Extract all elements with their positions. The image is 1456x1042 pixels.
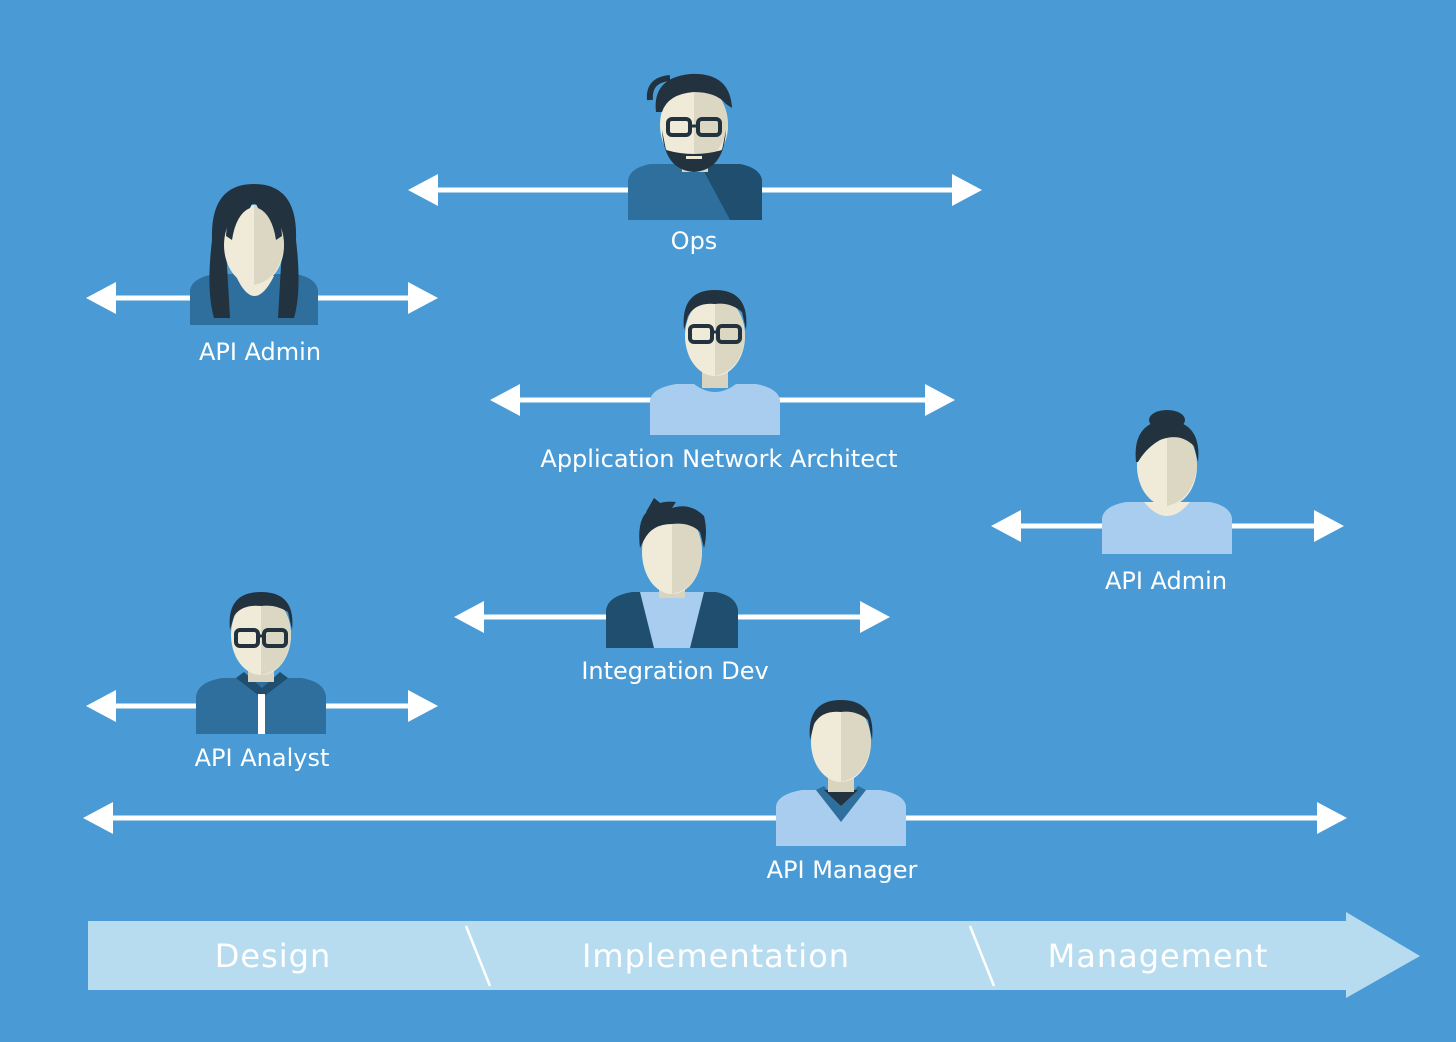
api-admin-right-avatar [1102, 410, 1232, 554]
ops-avatar [628, 73, 762, 220]
api-manager-avatar [776, 700, 906, 846]
api-analyst-avatar [196, 592, 326, 734]
phase-bar [88, 912, 1420, 998]
phase-divider [968, 925, 996, 987]
role-label-api-analyst: API Analyst [194, 744, 330, 772]
role-label-api-admin-right: API Admin [1104, 567, 1228, 595]
role-label-architect: Application Network Architect [540, 445, 898, 473]
api-manager-range-arrow [83, 802, 1347, 834]
role-label-api-manager: API Manager [766, 856, 918, 884]
phase-label-implementation: Implementation [581, 937, 851, 975]
architect-avatar [650, 290, 780, 435]
api-admin-left-avatar [190, 184, 318, 325]
role-label-integration-dev: Integration Dev [581, 657, 769, 685]
phase-label-management: Management [1047, 937, 1269, 975]
integration-dev-avatar [606, 498, 738, 648]
phase-divider [464, 925, 492, 987]
role-label-ops: Ops [670, 227, 718, 255]
phase-label-design: Design [214, 937, 332, 975]
role-label-api-admin-left: API Admin [198, 338, 322, 366]
